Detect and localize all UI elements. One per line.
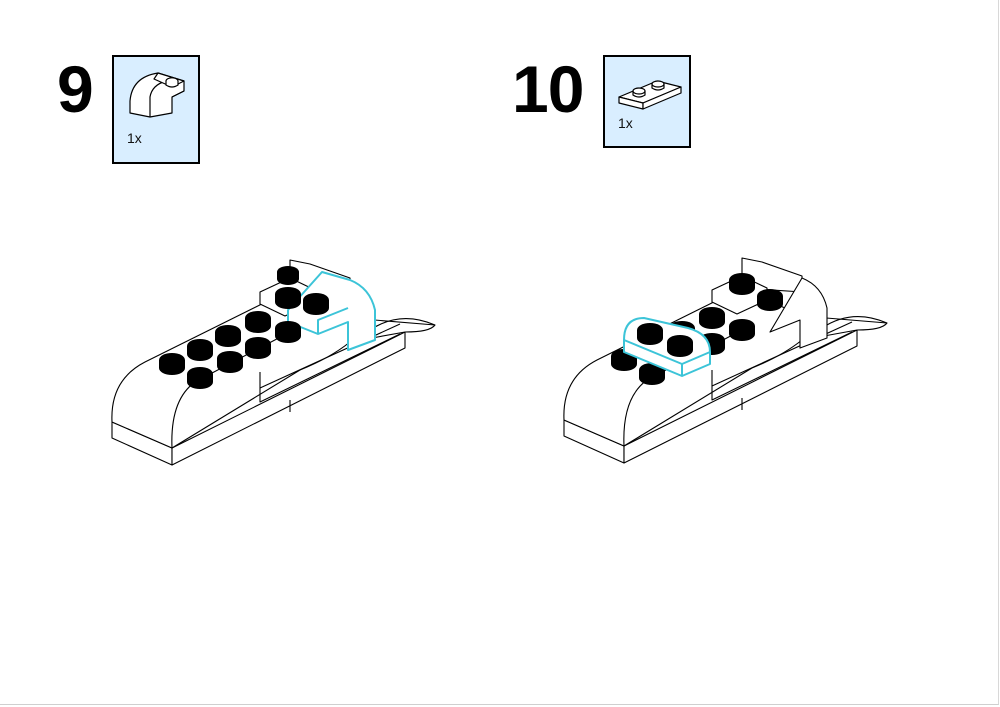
step-number: 9 bbox=[57, 52, 94, 126]
step-number: 10 bbox=[512, 52, 584, 126]
studs bbox=[159, 266, 329, 389]
parts-callout: 1x bbox=[603, 55, 691, 148]
part-quantity: 1x bbox=[618, 115, 633, 131]
part-quantity: 1x bbox=[127, 130, 142, 146]
curved-slope-brick-icon bbox=[129, 72, 185, 118]
plate-1x2-icon bbox=[618, 80, 682, 110]
step-9-model-illustration bbox=[111, 259, 436, 466]
parts-callout: 1x bbox=[112, 55, 200, 164]
step-10-model-illustration bbox=[563, 257, 888, 464]
